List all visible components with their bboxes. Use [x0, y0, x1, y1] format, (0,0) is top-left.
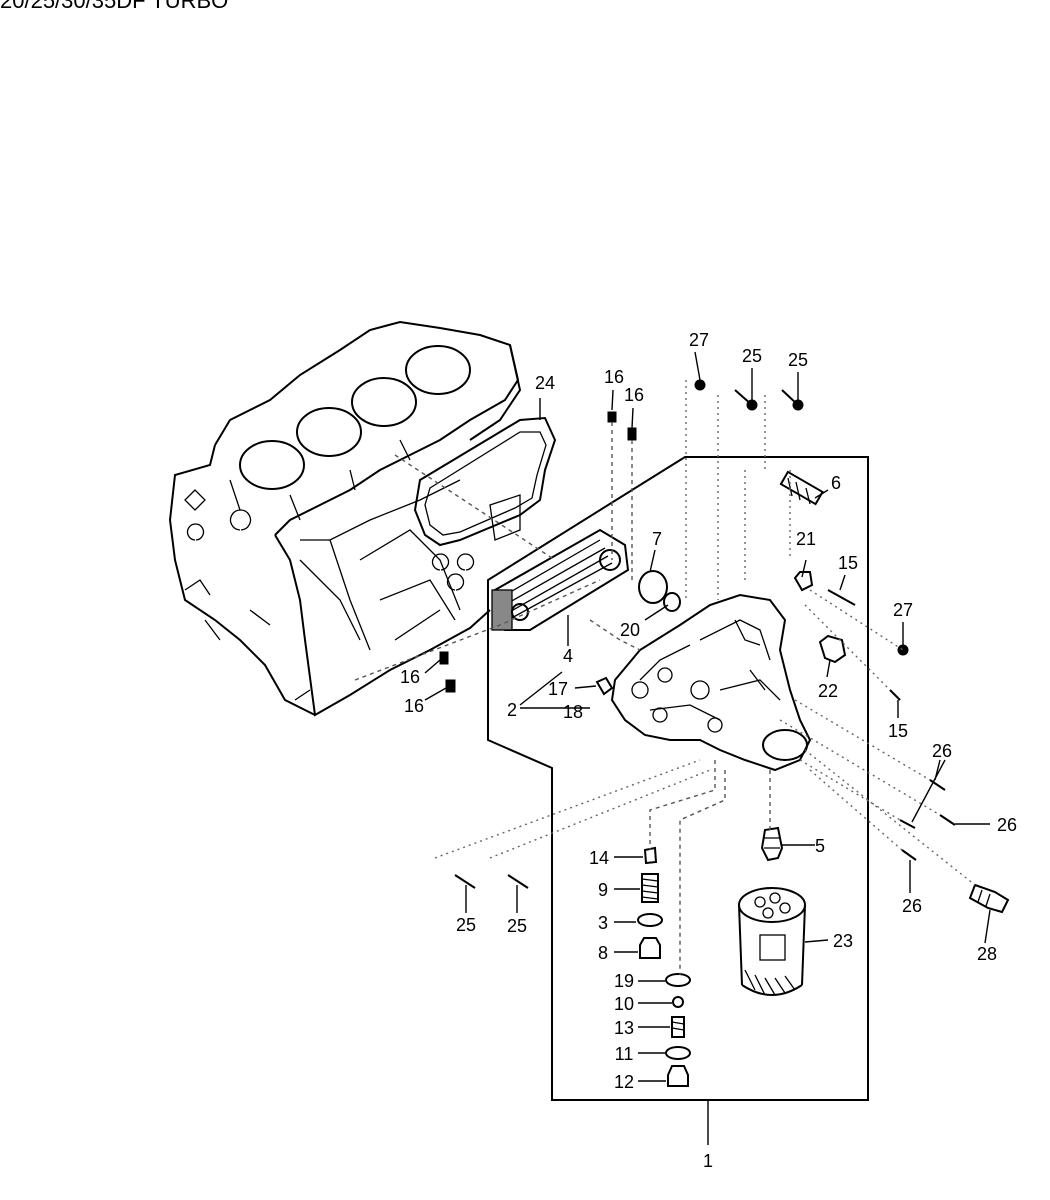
callout-12: 12 [614, 1072, 634, 1092]
callout-1: 1 [703, 1151, 713, 1171]
callout-25d: 25 [507, 916, 527, 936]
o-ring-icon [637, 913, 663, 927]
callout-27a: 27 [689, 330, 709, 350]
callout-27b: 27 [893, 600, 913, 620]
plug-icon [667, 1065, 689, 1087]
callout-26c: 26 [902, 896, 922, 916]
oil-filter-icon [738, 887, 806, 996]
o-ring-icon [663, 592, 681, 612]
page-title: 20/25/30/35DF TURBO [0, 0, 228, 13]
callout-13: 13 [614, 1018, 634, 1038]
spring-icon [671, 1016, 685, 1038]
plug-icon [793, 571, 814, 592]
callout-15a: 15 [838, 553, 858, 573]
bolt-icon [439, 379, 956, 889]
callout-26b: 26 [997, 815, 1017, 835]
callout-24: 24 [535, 373, 555, 393]
callout-16b: 16 [624, 385, 644, 405]
callout-5: 5 [815, 836, 825, 856]
callout-16a: 16 [604, 367, 624, 387]
callout-3: 3 [598, 913, 608, 933]
callout-25c: 25 [456, 915, 476, 935]
callout-20: 20 [620, 620, 640, 640]
o-ring-icon [672, 996, 684, 1008]
callout-16d: 16 [404, 696, 424, 716]
callout-14: 14 [589, 848, 609, 868]
leader-lines [424, 351, 991, 1145]
o-ring-icon [665, 1046, 691, 1060]
callout-26a: 26 [932, 741, 952, 761]
callout-11: 11 [615, 1044, 634, 1064]
sensor-icon [968, 883, 1010, 914]
callout-4: 4 [563, 646, 573, 666]
callout-8: 8 [598, 943, 608, 963]
spring-icon [641, 873, 659, 903]
callout-7: 7 [652, 529, 662, 549]
plug-icon [643, 846, 658, 865]
assembly-lines [354, 380, 976, 975]
callout-15b: 15 [888, 721, 908, 741]
cooler-gasket-icon [413, 416, 557, 547]
sensor-icon [779, 470, 824, 506]
assembly-outline [487, 456, 869, 1101]
callout-22: 22 [818, 681, 838, 701]
callout-6: 6 [831, 473, 841, 493]
callout-21: 21 [796, 529, 816, 549]
callout-9: 9 [598, 880, 608, 900]
callout-28: 28 [977, 944, 997, 964]
callout-23: 23 [833, 931, 853, 951]
callout-labels: 1 2 3 4 5 6 7 8 9 10 11 12 13 14 15 15 1… [400, 330, 1017, 1171]
oil-cooler-icon [491, 528, 630, 631]
oil-filter-head-icon [610, 593, 812, 772]
callout-2: 2 [507, 700, 517, 720]
pressure-switch-icon [760, 826, 784, 862]
callout-17: 17 [548, 679, 568, 699]
callout-18: 18 [563, 702, 583, 722]
callout-25a: 25 [742, 346, 762, 366]
plug-icon [595, 676, 614, 696]
o-ring-icon [638, 570, 668, 604]
o-ring-icon [665, 973, 691, 987]
callout-16c: 16 [400, 667, 420, 687]
callout-25b: 25 [788, 350, 808, 370]
plug-icon [639, 937, 661, 959]
engine-block-icon [168, 320, 522, 717]
callout-19: 19 [614, 971, 634, 991]
callout-10: 10 [614, 994, 634, 1014]
plug-icon [818, 634, 847, 664]
